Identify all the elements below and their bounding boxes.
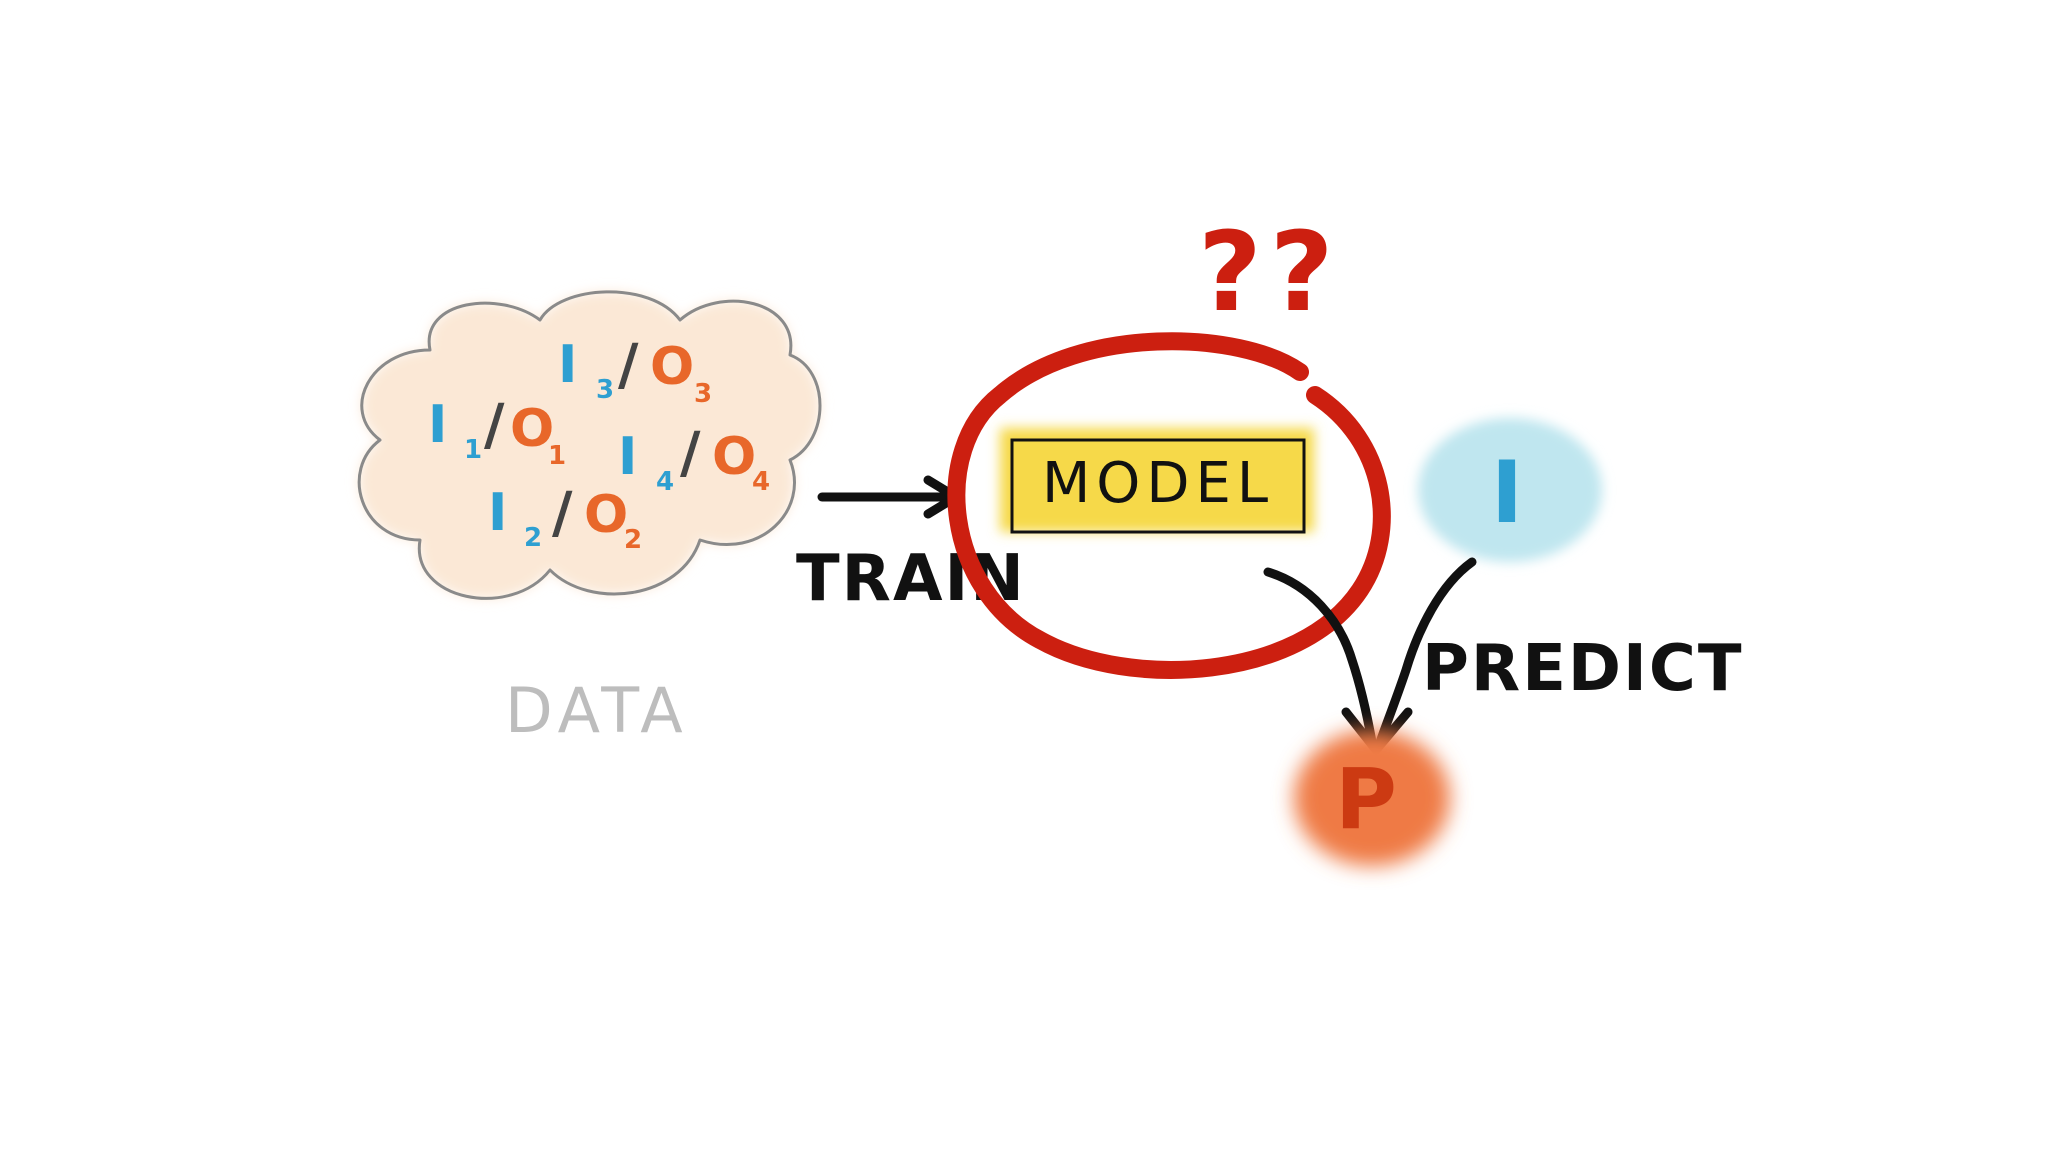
prediction-node-label: P — [1335, 750, 1397, 848]
input-subscript: 3 — [596, 375, 614, 405]
output-symbol: O — [650, 337, 694, 397]
prediction-node: P — [1294, 730, 1450, 866]
data-cloud-fill — [359, 291, 820, 599]
prediction-node-bubble — [1294, 730, 1450, 866]
model-box-outline — [1010, 438, 1306, 534]
pair-separator: / — [680, 421, 701, 486]
input-subscript: 2 — [524, 523, 542, 553]
data-pair-3: I 3 / O 3 — [558, 333, 712, 409]
pair-separator: / — [552, 481, 573, 546]
input-node: I — [1418, 418, 1602, 562]
highlight-circle — [947, 332, 1391, 679]
data-pair-1: I 1 / O 1 — [428, 393, 566, 471]
highlight-circle-stroke — [947, 332, 1391, 679]
question-marks: ?? — [1198, 208, 1342, 336]
input-node-label: I — [1491, 443, 1523, 543]
output-subscript: 4 — [752, 467, 770, 497]
model-to-prediction-arrow — [1263, 567, 1377, 747]
output-subscript: 3 — [694, 379, 712, 409]
input-symbol: I — [428, 395, 447, 455]
pair-separator: / — [484, 393, 505, 458]
pair-separator: / — [618, 333, 639, 398]
input-to-prediction-arrow — [1373, 557, 1477, 753]
input-subscript: 1 — [464, 435, 482, 465]
output-subscript: 2 — [624, 525, 642, 555]
data-label: DATA — [505, 674, 689, 747]
predict-label: PREDICT — [1422, 632, 1743, 706]
output-symbol: O — [712, 427, 756, 487]
train-arrow — [817, 475, 961, 519]
output-symbol: O — [584, 485, 628, 545]
input-symbol: I — [488, 483, 507, 543]
input-symbol: I — [558, 335, 577, 395]
output-subscript: 1 — [548, 441, 566, 471]
data-cloud-outline — [357, 290, 822, 600]
output-symbol: O — [510, 399, 554, 459]
model-box: MODEL — [1000, 428, 1314, 534]
input-symbol: I — [618, 427, 637, 487]
data-pair-2: I 2 / O 2 — [488, 481, 642, 555]
input-subscript: 4 — [656, 467, 674, 497]
data-cloud: I 3 / O 3 I 1 / O 1 I 4 / O 4 — [357, 290, 822, 600]
model-label: MODEL — [1042, 451, 1274, 516]
model-box-glow — [1000, 428, 1314, 532]
input-node-bubble — [1418, 418, 1602, 562]
data-pair-4: I 4 / O 4 — [618, 421, 770, 497]
